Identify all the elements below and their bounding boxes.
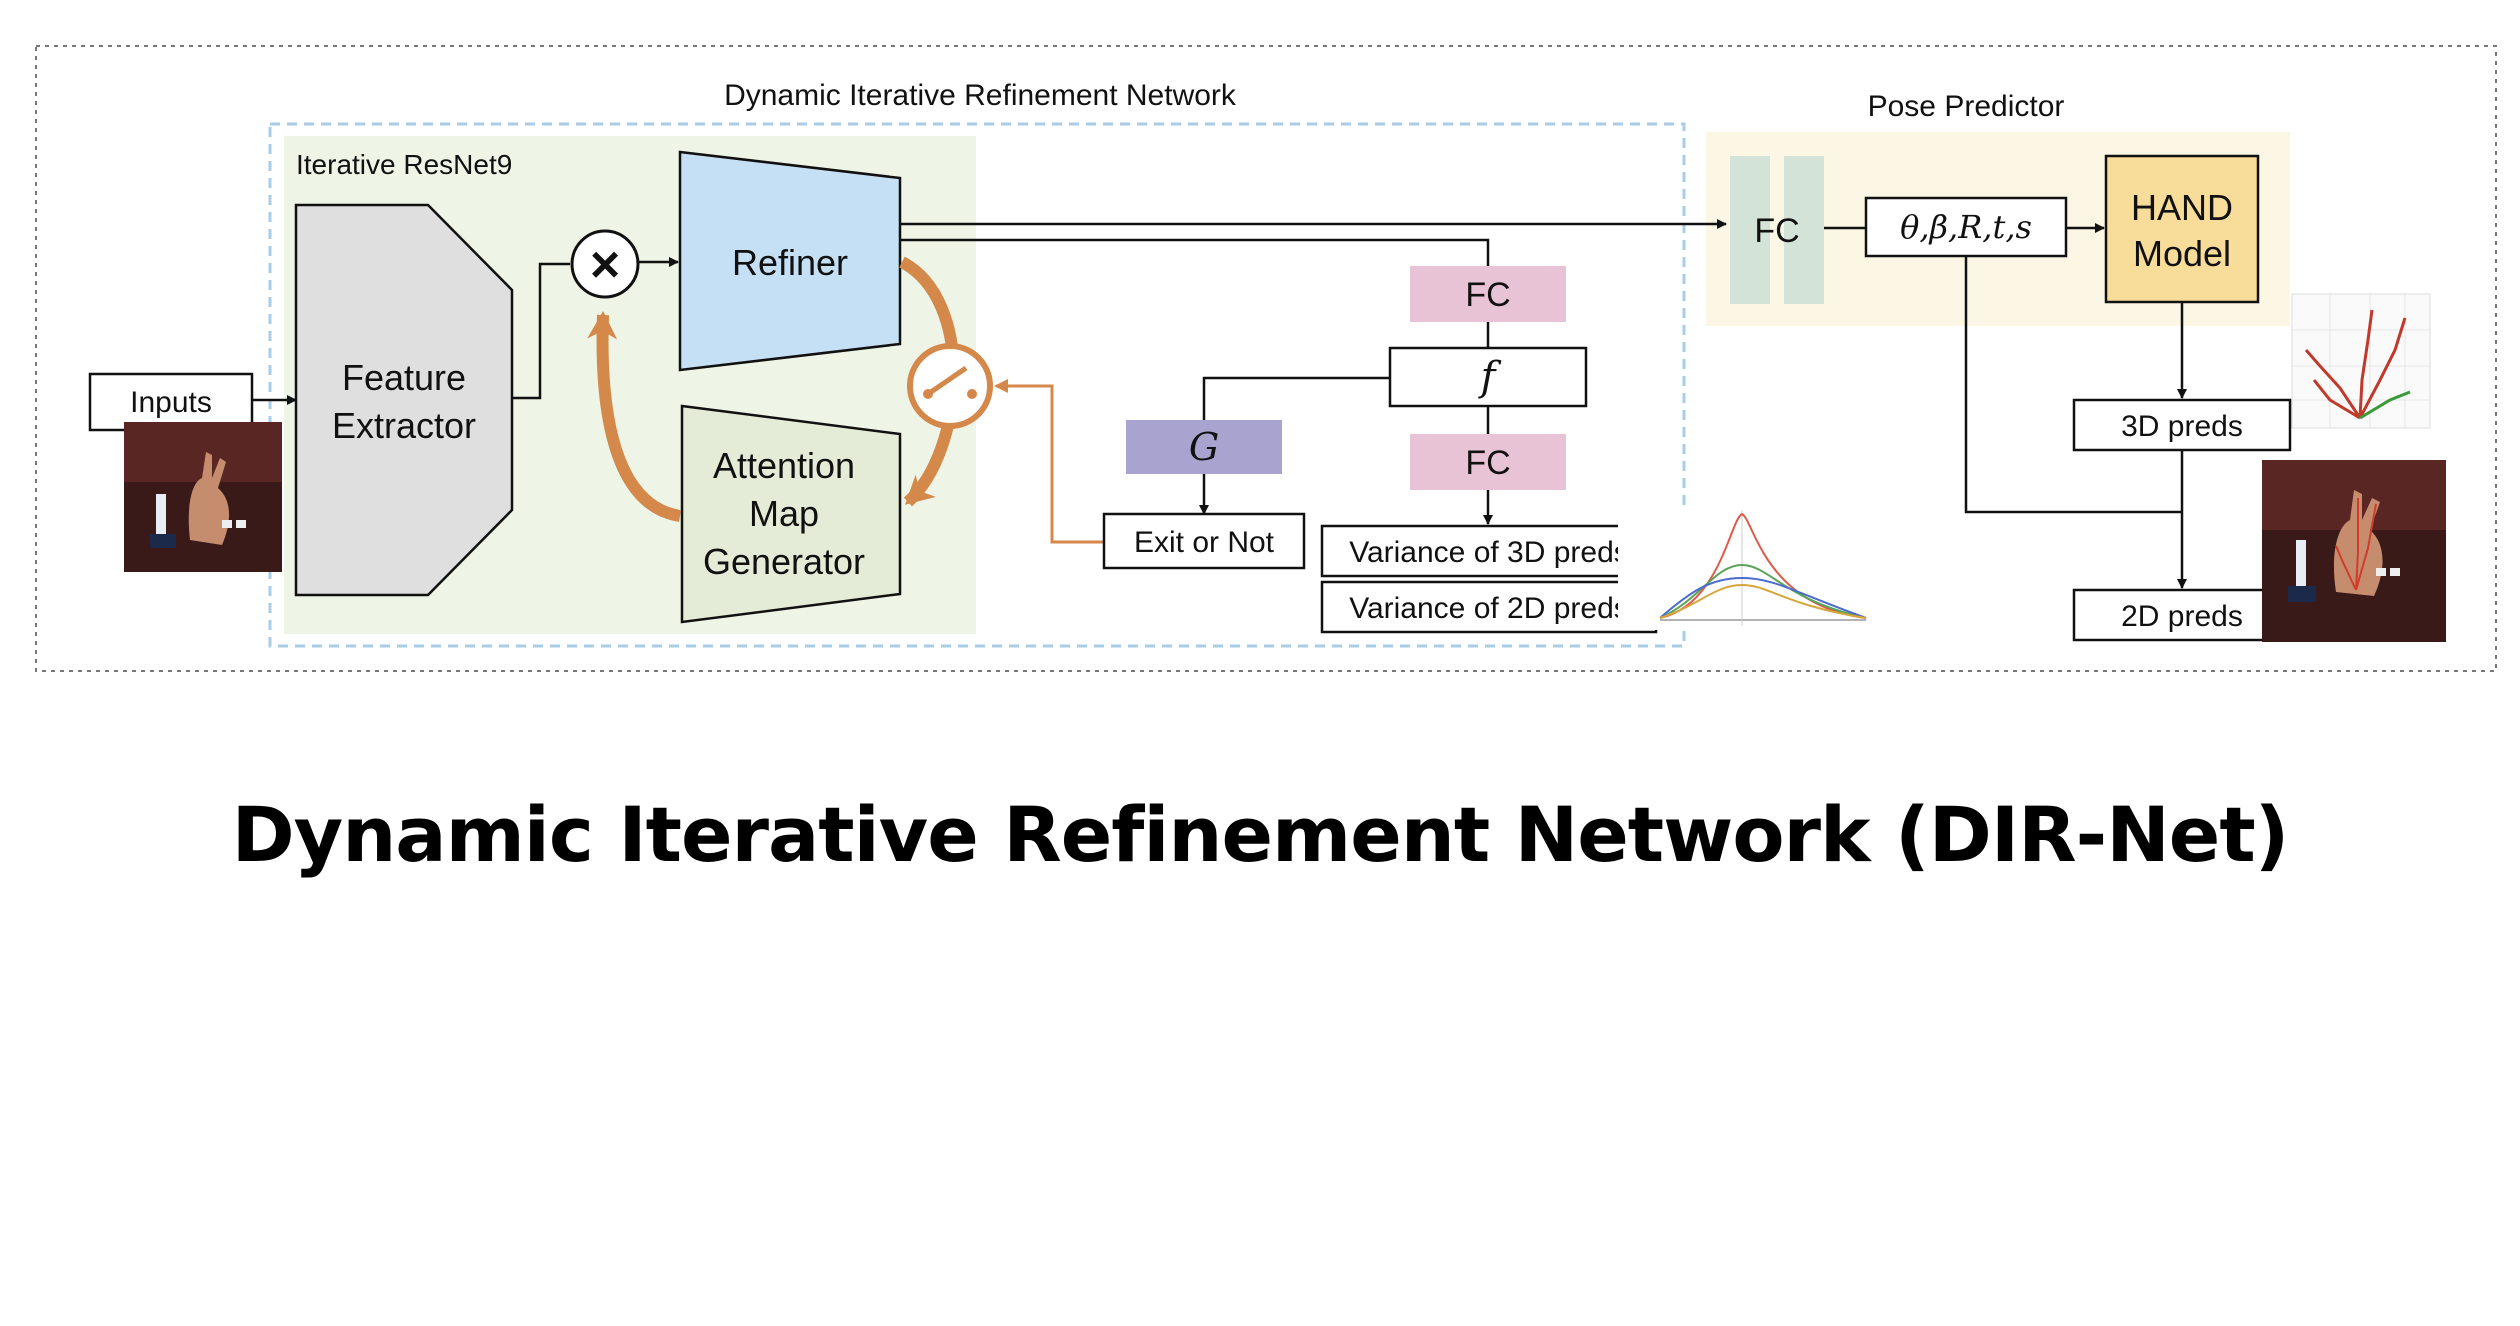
pose-fc-label: FC [1754, 212, 1799, 250]
preds-2d-box [2072, 588, 2292, 642]
resnet-label: Iterative ResNet9 [296, 149, 512, 180]
attention-generator-shape [680, 404, 902, 624]
refiner-label: Refiner [732, 242, 848, 283]
attention-line3: Generator [703, 541, 865, 582]
g-box [1126, 420, 1282, 474]
params-label: θ,β,R,t,s [1900, 208, 2032, 246]
network-label: Dynamic Iterative Refinement Network [724, 79, 1237, 112]
pose-fc-block [1730, 156, 1824, 304]
pose-predictor-label: Pose Predictor [1868, 90, 2065, 123]
outer-frame [35, 45, 2497, 672]
refiner-to-fc-line [900, 238, 1490, 266]
preds-2d-label: 2D preds [2121, 600, 2243, 633]
preds-3d-box [2072, 398, 2292, 452]
variance-3d-box [1320, 524, 1658, 578]
fc-mid-box [1410, 434, 1566, 490]
fc-top-box [1410, 266, 1566, 322]
output-hand-image [2262, 460, 2446, 642]
feature-extractor-line2: Extractor [332, 405, 476, 446]
inputs-box [88, 372, 254, 432]
inputs-label: Inputs [130, 386, 212, 419]
fc-mid-label: FC [1465, 444, 1510, 482]
switch-icon [907, 343, 993, 429]
page-title: Dynamic Iterative Refinement Network (DI… [231, 790, 2290, 879]
f-box [1388, 346, 1588, 408]
variance-2d-label: Variance of 2D preds [1349, 592, 1629, 625]
fc-top-label: FC [1465, 276, 1510, 314]
hand-model-line1: HAND [2131, 187, 2233, 228]
feature-extractor-line1: Feature [342, 357, 466, 398]
3d-skeleton-image [2291, 293, 2431, 429]
multiply-symbol: × [590, 236, 620, 294]
attention-to-multiply-arrow [587, 311, 682, 522]
attention-line2: Map [749, 493, 819, 534]
input-hand-image [124, 422, 282, 572]
exit-or-not-box [1102, 512, 1306, 570]
refiner-shape [678, 150, 902, 372]
variance-2d-box [1320, 580, 1658, 634]
hand-model-line2: Model [2133, 233, 2231, 274]
attention-line1: Attention [713, 445, 855, 486]
f-to-g-line [1202, 376, 1390, 420]
variance-3d-label: Variance of 3D preds [1349, 536, 1629, 569]
distribution-curves-plot [1618, 510, 1868, 630]
g-symbol: G [1189, 425, 1219, 469]
fe-to-multiply-line [512, 262, 570, 400]
hand-model-box [2104, 154, 2260, 304]
exit-to-switch-line [994, 379, 1104, 544]
params-to-2d-line [1964, 256, 2182, 514]
exit-or-not-label: Exit or Not [1134, 526, 1275, 559]
preds-3d-label: 3D preds [2121, 410, 2243, 443]
network-dashed-box [268, 122, 1686, 648]
feature-extractor-shape [294, 203, 514, 597]
multiply-node [570, 229, 640, 299]
